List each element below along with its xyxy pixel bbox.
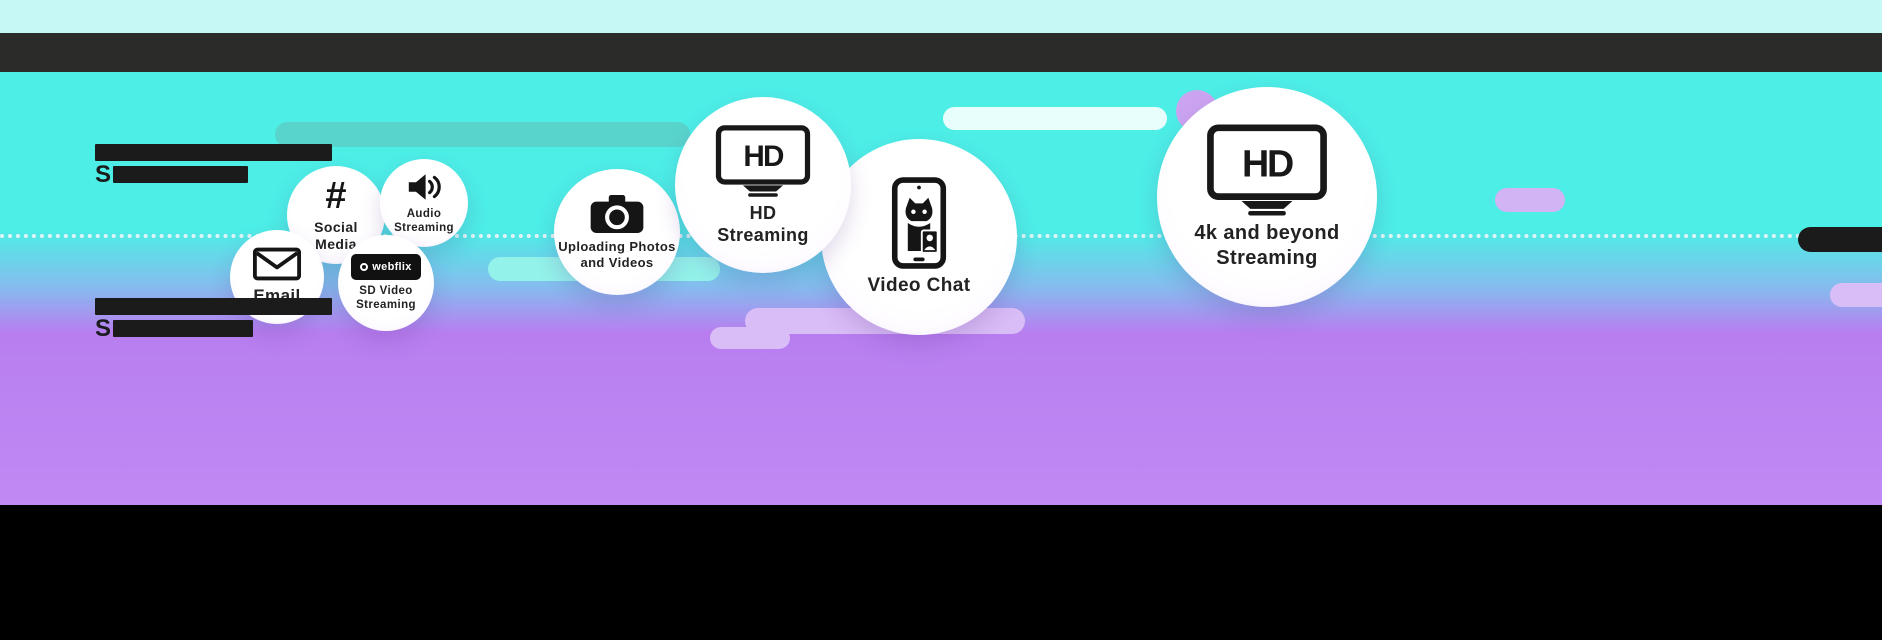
bubble-video-chat: Video Chat bbox=[821, 139, 1017, 335]
phone-video-call-icon bbox=[891, 176, 947, 270]
tv-hd-icon: HD bbox=[715, 124, 811, 198]
bubble-label: SD Video Streaming bbox=[356, 284, 416, 311]
bubble-audio-streaming: Audio Streaming bbox=[380, 159, 468, 247]
deco-purple-pill-small bbox=[710, 327, 790, 349]
redacted-prefix: S bbox=[95, 315, 112, 342]
deco-purple-pill-right bbox=[1495, 188, 1565, 212]
top-strip bbox=[0, 0, 1882, 33]
bubble-sd-video-streaming: webflix SD Video Streaming bbox=[338, 235, 434, 331]
deco-purple-pill-edge bbox=[1830, 283, 1882, 307]
deco-white-pill bbox=[943, 107, 1167, 130]
bubble-uploading-photos: Uploading Photos and Videos bbox=[554, 169, 680, 295]
webflix-logo: webflix bbox=[351, 253, 421, 280]
redacted-heading-top: S bbox=[95, 144, 332, 188]
redacted-bar bbox=[113, 166, 249, 183]
redacted-heading-bottom: S bbox=[95, 298, 332, 342]
camera-icon bbox=[589, 193, 645, 235]
record-dot-icon bbox=[360, 262, 369, 271]
tv-hd-text: HD bbox=[1242, 143, 1293, 185]
envelope-icon bbox=[252, 247, 302, 281]
redacted-bar bbox=[95, 298, 332, 315]
tv-hd-text: HD bbox=[743, 140, 784, 173]
redacted-prefix: S bbox=[95, 161, 112, 188]
bubble-4k-streaming: HD 4k and beyond Streaming bbox=[1157, 87, 1377, 307]
bubble-label: 4k and beyond Streaming bbox=[1194, 222, 1340, 269]
bubble-label: Social Media bbox=[314, 218, 358, 253]
bubble-label: Uploading Photos and Videos bbox=[558, 238, 676, 270]
webflix-logo-text: webflix bbox=[372, 260, 412, 273]
redacted-pill-right bbox=[1798, 227, 1882, 252]
deco-teal-pill bbox=[275, 122, 690, 147]
bubble-label: Video Chat bbox=[867, 275, 971, 297]
bubble-hd-streaming: HD HD Streaming bbox=[675, 97, 851, 273]
speaker-icon bbox=[405, 171, 443, 203]
tv-hd-icon: HD bbox=[1206, 123, 1328, 217]
bubble-label: HD Streaming bbox=[717, 202, 809, 246]
bubble-label: Audio Streaming bbox=[394, 207, 454, 234]
hashtag-icon: # bbox=[325, 174, 347, 217]
redacted-bar bbox=[113, 320, 254, 337]
redacted-bar bbox=[95, 144, 332, 161]
bottom-bar bbox=[0, 505, 1882, 640]
header-bar bbox=[0, 33, 1882, 72]
